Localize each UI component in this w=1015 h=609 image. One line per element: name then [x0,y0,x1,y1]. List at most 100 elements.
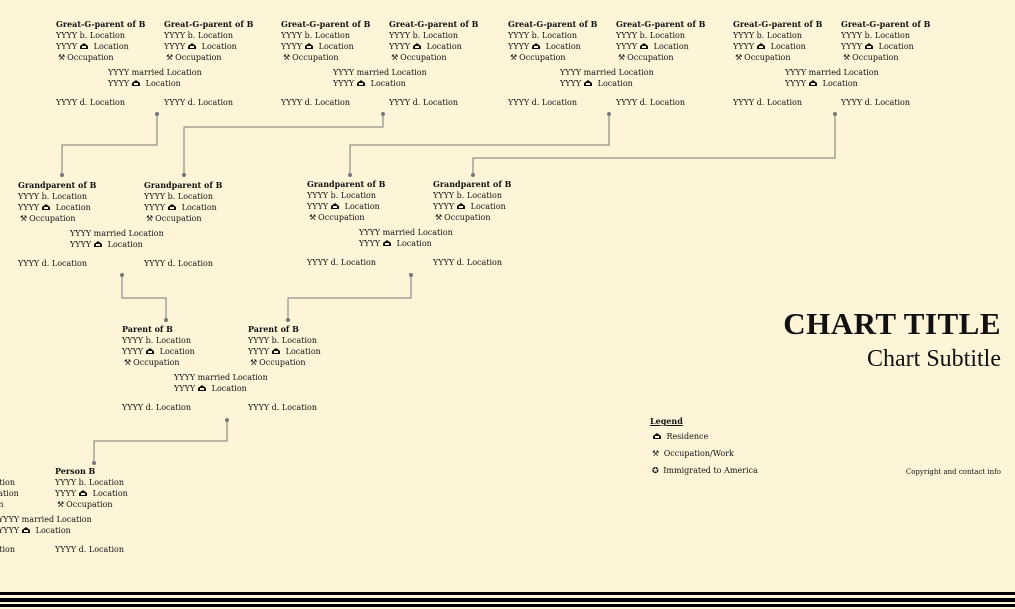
birth-line: YYYY b. Location [18,192,87,201]
person-name: Great-G-parent of B [56,19,146,29]
residence-icon [357,80,366,86]
residence-location: Location [211,384,247,393]
occupation-icon: ⚒ [391,53,399,62]
person-name: Grandparent of B [144,180,223,190]
death-line: YYYY d. Location [18,259,87,268]
residence-icon [94,241,103,247]
residence-year: YYYY [164,42,186,51]
person-name: Great-G-parent of B [389,19,479,29]
marriage-residence-line: YYYY Location [174,383,247,394]
occupation-icon: ⚒ [652,449,660,458]
residence-year: YYYY [18,203,40,212]
residence-year: YYYY [174,384,196,393]
birth-line: YYYY b. Location [841,31,910,40]
occupation-icon: ⚒ [146,214,154,223]
residence-year: YYYY [359,239,381,248]
occupation: Occupation [0,500,4,509]
residence-year: YYYY [248,347,270,356]
marriage-residence-line: YYYY Location [333,78,406,89]
residence-location: Location [470,202,506,211]
marriage-line: YYYY married Location [785,68,879,77]
person-name: Great-G-parent of B [841,19,931,29]
residence-line: YYYY Location [733,41,806,52]
residence-icon [146,348,155,354]
occupation-line: ⚒Occupation [307,212,364,223]
occupation: Occupation [519,53,566,62]
residence-icon [413,43,422,49]
residence-icon [132,80,141,86]
residence-location: Location [285,347,321,356]
connector-dot [120,273,124,277]
residence-location: Location [545,42,581,51]
birth-line: YYYY b. Location [164,31,233,40]
death-line: YYYY d. Location [733,98,802,107]
residence-icon [80,43,89,49]
connector-dot [833,112,837,116]
occupation-icon: ⚒ [124,358,132,367]
residence-year: YYYY [122,347,144,356]
residence-icon [653,433,661,439]
residence-icon [383,240,392,246]
connector-dot [381,112,385,116]
legend: Legend Residence ⚒ Occupation/Work ✪ Imm… [650,416,758,483]
residence-location: Location [653,42,689,51]
residence-year: YYYY [616,42,638,51]
birth-line: YYYY b. Location [281,31,350,40]
residence-location: Location [201,42,237,51]
occupation-line: ⚒Occupation [56,52,113,63]
occupation-line: ⚒Occupation [389,52,446,63]
occupation: Occupation [67,53,114,62]
residence-line: YYYY Location [433,201,506,212]
birth-line: YYYY b. Location [389,31,458,40]
occupation-icon: ⚒ [57,500,65,509]
legend-heading: Legend [650,416,683,426]
residence-icon [457,203,466,209]
connector-line [93,420,228,463]
death-line: YYYY d. Location [144,259,213,268]
residence-line: YYYY Location [18,202,91,213]
residence-year: YYYY [733,42,755,51]
residence-line: YYYY Location [841,41,914,52]
connector-dot [155,112,159,116]
person-name: Great-G-parent of B [508,19,598,29]
residence-location: Location [55,203,91,212]
residence-line: YYYY Location [164,41,237,52]
birth-line: YYYY b. Location [733,31,802,40]
birth-line: YYYY b. Location [144,192,213,201]
death-line: YYYY d. Location [55,545,124,554]
death-line: YYYY d. Location [248,403,317,412]
marriage-residence-line: YYYY Location [0,525,71,536]
occupation-line: ⚒Occupation [0,499,3,510]
connector-dot [607,112,611,116]
connector-line [121,275,167,320]
occupation-icon: ⚒ [283,53,291,62]
person-name: Great-G-parent of B [616,19,706,29]
occupation-line: ⚒Occupation [164,52,221,63]
occupation: Occupation [66,500,113,509]
connector-dot [60,173,64,177]
occupation: Occupation [259,358,306,367]
residence-icon [809,80,818,86]
residence-line: YYYY Location [281,41,354,52]
legend-item-residence: Residence [650,432,758,449]
marriage-residence-line: YYYY Location [359,238,432,249]
connector-dot [182,173,186,177]
occupation-line: ⚒Occupation [55,499,112,510]
border-stripe [0,598,1015,602]
occupation-line: ⚒Occupation [733,52,790,63]
birth-line: YYYY b. Location [307,191,376,200]
residence-icon [865,43,874,49]
residence-year: YYYY [70,240,92,249]
legend-item-occupation: ⚒ Occupation/Work [650,449,758,466]
residence-line: YYYY Location [0,488,19,499]
occupation-line: ⚒Occupation [122,357,179,368]
birth-line: YYYY b. Location [616,31,685,40]
residence-icon [198,385,207,391]
occupation-line: ⚒Occupation [616,52,673,63]
legend-label: Immigrated to America [663,466,758,475]
occupation-line: ⚒Occupation [508,52,565,63]
person-name: Person B [55,466,96,476]
occupation-icon: ⚒ [309,213,317,222]
residence-location: Location [370,79,406,88]
